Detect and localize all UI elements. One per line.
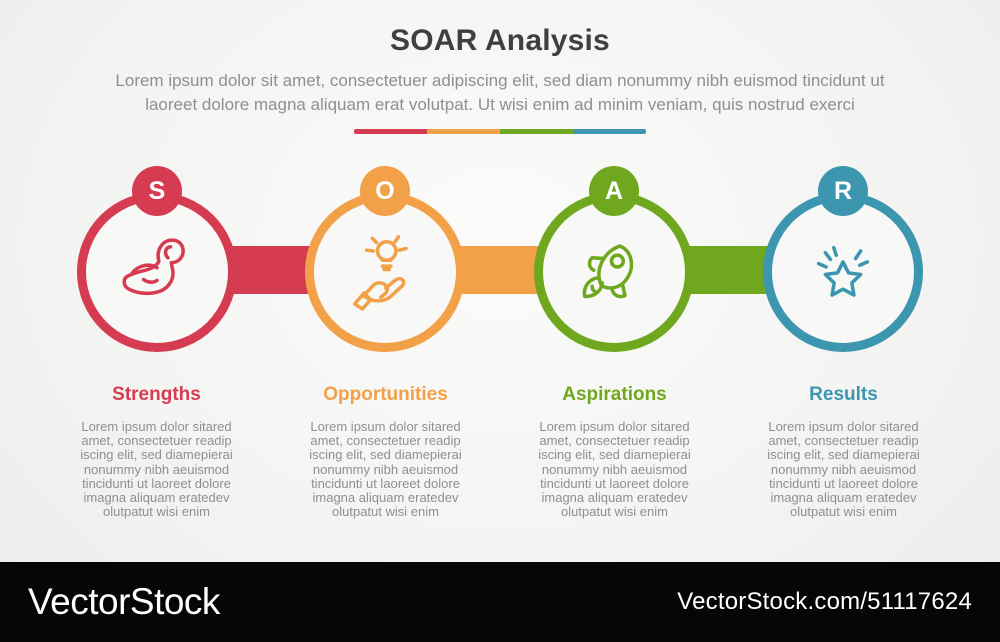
rocket-icon bbox=[582, 244, 634, 299]
opportunities-body: Lorem ipsum dolor sitared amet, consecte… bbox=[309, 419, 462, 520]
badge-letter-r-label: R bbox=[833, 176, 853, 205]
watermark-url: VectorStock.com/51117624 bbox=[677, 588, 972, 615]
badge-letter-r: R bbox=[818, 166, 868, 216]
circle-results bbox=[763, 192, 923, 352]
aspirations-heading: Aspirations bbox=[562, 384, 667, 405]
badge-letter-s: S bbox=[132, 166, 182, 216]
badge-letter-s-label: S bbox=[148, 176, 166, 205]
divider-segment-results bbox=[573, 129, 646, 134]
bicep-muscle-icon bbox=[122, 238, 185, 296]
column-strengths: Strengths Lorem ipsum dolor sitared amet… bbox=[42, 384, 271, 519]
circle-aspirations bbox=[534, 192, 694, 352]
divider-segment-strengths bbox=[354, 129, 427, 134]
badge-letter-o-label: O bbox=[375, 176, 395, 205]
hand-lightbulb-icon bbox=[352, 234, 408, 311]
badge-letter-a-label: A bbox=[604, 176, 624, 205]
circle-strengths bbox=[77, 192, 237, 352]
color-divider bbox=[354, 129, 646, 134]
results-body: Lorem ipsum dolor sitared amet, consecte… bbox=[767, 419, 920, 520]
opportunities-heading: Opportunities bbox=[323, 384, 448, 405]
vectorstock-logo: VectorStock bbox=[28, 581, 220, 622]
star-burst-icon bbox=[816, 245, 870, 297]
strengths-body: Lorem ipsum dolor sitared amet, consecte… bbox=[80, 419, 233, 520]
results-heading: Results bbox=[809, 384, 878, 405]
page-subtitle: Lorem ipsum dolor sit amet, consectetuer… bbox=[115, 71, 885, 114]
divider-segment-aspirations bbox=[500, 129, 573, 134]
circle-opportunities bbox=[305, 192, 465, 352]
watermark-footer-bar: VectorStock VectorStock.com/51117624 bbox=[0, 562, 1000, 642]
page-title: SOAR Analysis bbox=[390, 24, 610, 57]
badge-letter-a: A bbox=[589, 166, 639, 216]
section-text-columns: Strengths Lorem ipsum dolor sitared amet… bbox=[42, 384, 958, 519]
aspirations-body: Lorem ipsum dolor sitared amet, consecte… bbox=[538, 419, 691, 520]
column-aspirations: Aspirations Lorem ipsum dolor sitared am… bbox=[500, 384, 729, 519]
badge-letter-o: O bbox=[360, 166, 410, 216]
strengths-heading: Strengths bbox=[112, 384, 201, 405]
column-opportunities: Opportunities Lorem ipsum dolor sitared … bbox=[271, 384, 500, 519]
divider-segment-opportunities bbox=[427, 129, 500, 134]
column-results: Results Lorem ipsum dolor sitared amet, … bbox=[729, 384, 958, 519]
